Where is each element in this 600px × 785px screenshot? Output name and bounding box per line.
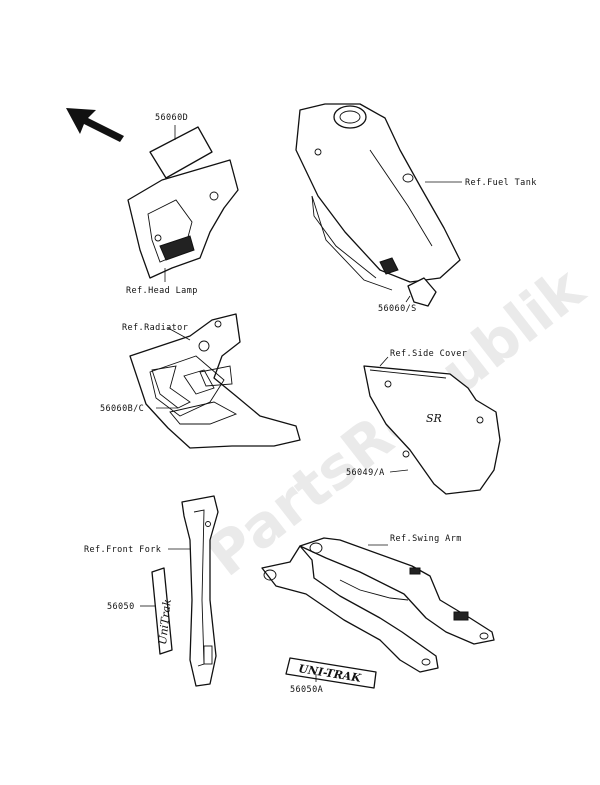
headlamp-decal[interactable] (149, 126, 213, 179)
fork-guard[interactable] (181, 495, 219, 687)
side-cover-decal[interactable]: SR (426, 412, 442, 425)
ref-side-cover-label: Ref.Side Cover (390, 349, 467, 359)
ref-fuel-tank-label: Ref.Fuel Tank (465, 178, 537, 188)
decal-shroud-label: 56060B/C (100, 404, 144, 414)
decal-front-label: 56060D (155, 113, 188, 123)
decal-swingarm-label: 56050A (290, 685, 323, 695)
swingarm-decal[interactable]: UNI-TRAK (285, 657, 377, 689)
fork-decal[interactable]: UniTrak (151, 567, 174, 655)
swing-arm[interactable] (261, 537, 495, 673)
arrow-up-left-icon (66, 108, 124, 142)
fork-decal-text: UniTrak (156, 598, 174, 645)
side-cover[interactable]: SR (363, 365, 501, 495)
ref-radiator-label: Ref.Radiator (122, 323, 188, 333)
shroud-decal[interactable] (151, 365, 238, 425)
decal-tank-label: 56060/S (378, 304, 417, 314)
ref-swing-arm-label: Ref.Swing Arm (390, 534, 462, 544)
fuel-tank[interactable] (295, 103, 461, 291)
ref-front-fork-label: Ref.Front Fork (84, 545, 161, 555)
tank-decal[interactable] (407, 277, 437, 307)
decal-fork-label: 56050 (107, 602, 135, 612)
decal-side-label: 56049/A (346, 468, 385, 478)
ref-headlamp-label: Ref.Head Lamp (126, 286, 198, 296)
headlamp-cover[interactable] (127, 159, 239, 279)
